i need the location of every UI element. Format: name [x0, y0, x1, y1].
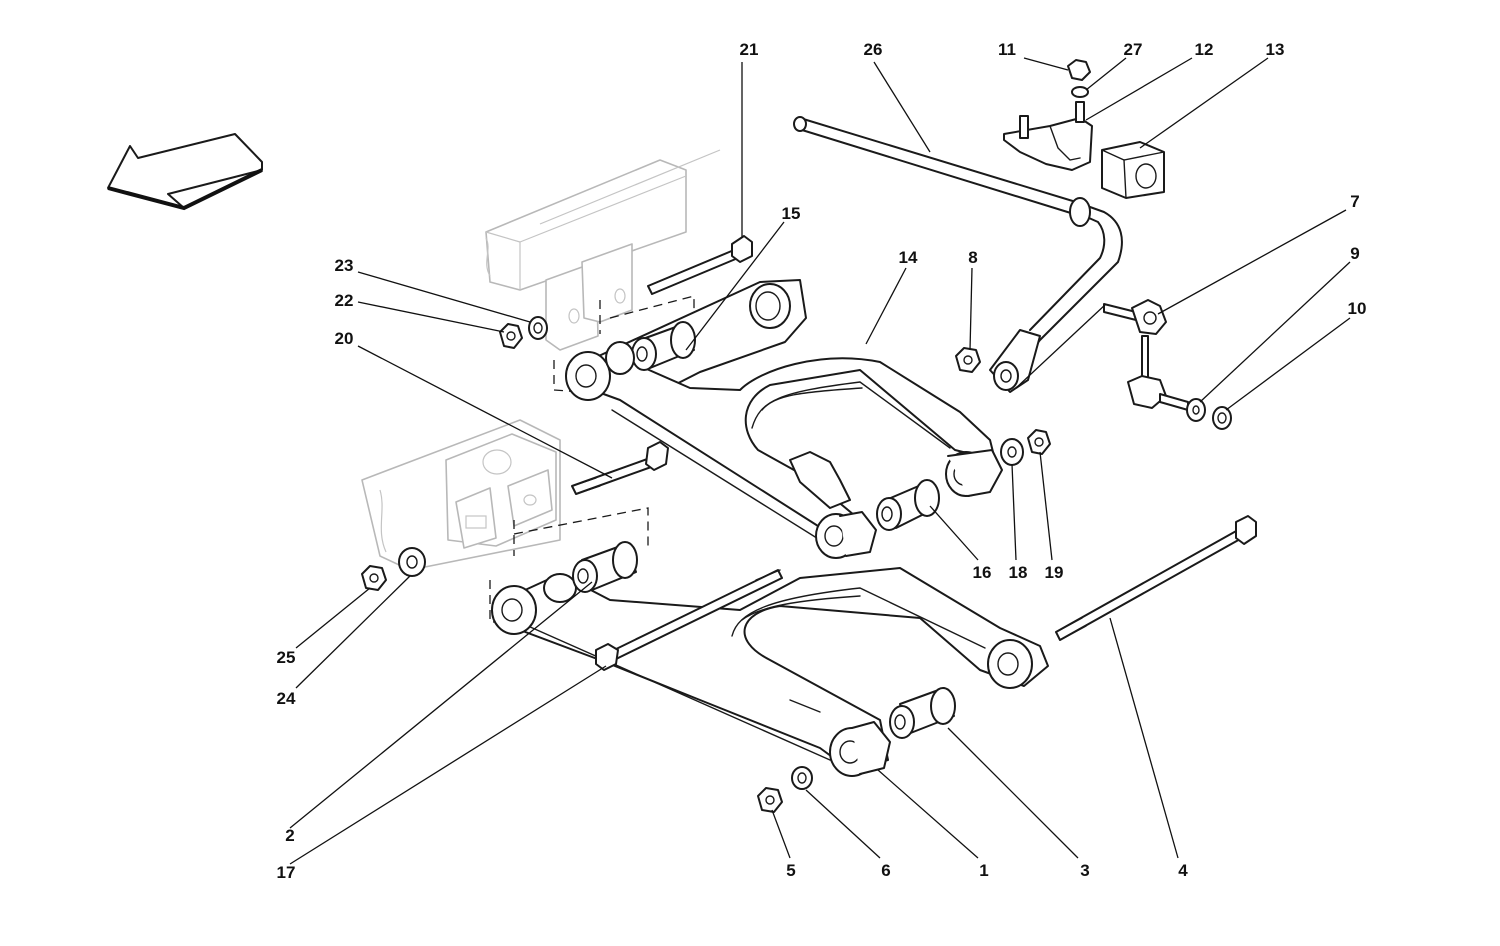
bolt-21 [647, 235, 753, 295]
callout-5: 5 [786, 861, 795, 880]
callout-21: 21 [740, 40, 759, 59]
callout-15: 15 [782, 204, 801, 223]
nut-19 [1027, 429, 1051, 455]
bolt-17 [595, 569, 783, 671]
callout-3: 3 [1080, 861, 1089, 880]
callout-11: 11 [998, 40, 1016, 59]
callout-25: 25 [277, 648, 296, 667]
callout-7: 7 [1350, 192, 1359, 211]
chassis-frame-lower [361, 419, 561, 571]
nut-25 [361, 565, 387, 591]
callout-8: 8 [968, 248, 977, 267]
callout-27: 27 [1124, 40, 1143, 59]
stabilizer-link [1103, 299, 1189, 411]
callout-17: 17 [277, 863, 296, 882]
stabilizer-bracket [1003, 101, 1093, 171]
bushing-lower-front [572, 541, 638, 593]
callout-12: 12 [1195, 40, 1214, 59]
callout-14: 14 [899, 248, 918, 267]
nut-8 [955, 347, 981, 373]
callout-24: 24 [277, 689, 296, 708]
upper-wishbone [565, 279, 1003, 559]
callout-13: 13 [1266, 40, 1285, 59]
callout-19: 19 [1045, 563, 1064, 582]
callout-10: 10 [1348, 299, 1367, 318]
callout-4: 4 [1178, 861, 1188, 880]
stabilizer-bushing [1101, 141, 1165, 199]
front-direction-arrow-icon [107, 133, 263, 211]
bushing-15 [631, 321, 696, 371]
callout-26: 26 [864, 40, 883, 59]
washer-10 [1212, 406, 1232, 430]
bushing-3 [889, 687, 956, 739]
nut-11 [1067, 59, 1091, 81]
callout-16: 16 [973, 563, 992, 582]
callout-9: 9 [1350, 244, 1359, 263]
nut-5 [757, 787, 783, 813]
chassis-frame-upper [485, 149, 721, 351]
callout-23: 23 [335, 256, 354, 275]
washer-9 [1186, 398, 1206, 422]
bushing-16 [876, 479, 940, 531]
bushing-upper-inner [605, 341, 635, 375]
callout-20: 20 [335, 329, 354, 348]
lower-wishbone [491, 567, 1049, 777]
callout-1: 1 [979, 861, 988, 880]
callout-6: 6 [881, 861, 890, 880]
washer-27 [1071, 86, 1089, 98]
nut-22 [499, 323, 523, 349]
washer-18 [1000, 438, 1024, 466]
callout-22: 22 [335, 291, 354, 310]
washer-23 [528, 316, 548, 340]
washer-24 [398, 547, 426, 577]
callout-labels: 21 26 11 27 12 13 15 7 14 8 9 10 23 22 2… [277, 40, 1367, 882]
leader-lines [289, 57, 1351, 865]
washer-6 [791, 766, 813, 790]
bolt-20 [571, 441, 669, 495]
callout-18: 18 [1009, 563, 1028, 582]
callout-2: 2 [285, 826, 294, 845]
bolt-4 [1055, 515, 1257, 641]
